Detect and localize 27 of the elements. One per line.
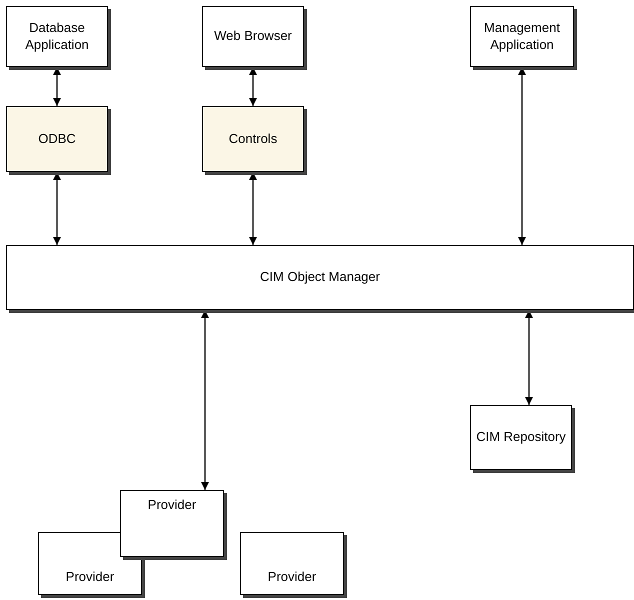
component-box [202, 6, 304, 67]
adapter-box [6, 106, 108, 172]
box-label: ODBC [37, 130, 77, 148]
box-label: Management Application [483, 20, 561, 54]
double-arrow [201, 310, 209, 490]
box-label: CIM Object Manager [259, 269, 381, 286]
box-label: Controls [228, 130, 278, 148]
double-arrow [525, 310, 533, 405]
double-arrow [518, 67, 526, 245]
double-arrow [249, 172, 257, 245]
component-box [6, 245, 634, 310]
adapter-box [202, 106, 304, 172]
box-label: Provider [266, 569, 318, 586]
box-label: Web Browser [213, 28, 293, 45]
double-arrow [249, 67, 257, 106]
component-box [120, 490, 224, 557]
box-label: CIM Repository [475, 429, 567, 446]
component-box [6, 6, 108, 67]
box-label: Database Application [24, 20, 90, 54]
component-box [38, 532, 142, 595]
double-arrow [53, 172, 61, 245]
component-box [470, 405, 572, 470]
box-label: Provider [64, 569, 116, 586]
double-arrow [53, 67, 61, 106]
component-box [470, 6, 574, 67]
box-label: Provider [146, 497, 198, 514]
component-box [240, 532, 344, 595]
